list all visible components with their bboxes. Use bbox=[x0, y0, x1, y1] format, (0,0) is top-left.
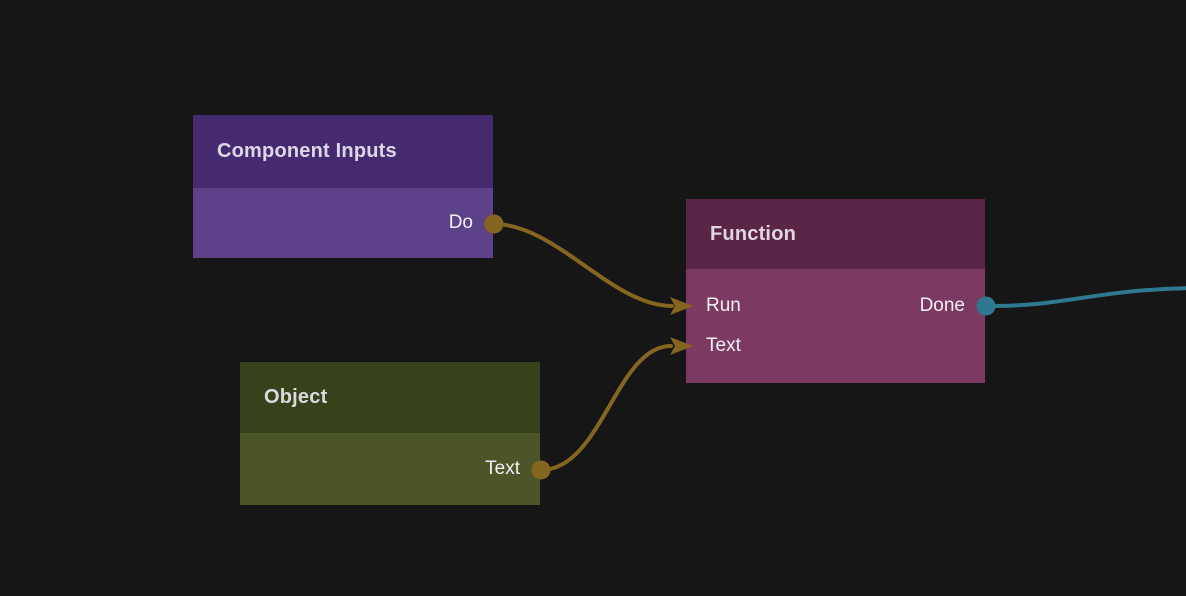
node-function-body: Run Done Text bbox=[686, 269, 985, 383]
node-object-body: Text bbox=[240, 433, 540, 505]
node-title: Object bbox=[264, 386, 328, 408]
node-function-header[interactable]: Function bbox=[686, 199, 985, 269]
wire-do-to-run[interactable] bbox=[492, 222, 674, 308]
node-function[interactable]: Function Run Done Text bbox=[686, 199, 985, 383]
port-row-text: Text bbox=[686, 326, 985, 366]
arrowhead-run-input bbox=[670, 297, 693, 315]
output-port-label-do: Do bbox=[448, 212, 473, 233]
output-port-label-done: Done bbox=[919, 295, 965, 316]
input-port-label-text: Text bbox=[706, 335, 741, 356]
node-object-header[interactable]: Object bbox=[240, 362, 540, 433]
arrowhead-text-input bbox=[670, 337, 693, 355]
output-port-do[interactable] bbox=[484, 214, 504, 234]
output-port-text[interactable] bbox=[531, 460, 551, 480]
node-component-inputs-header[interactable]: Component Inputs bbox=[193, 115, 493, 188]
port-row-text-out: Text bbox=[240, 449, 540, 489]
node-component-inputs[interactable]: Component Inputs Do bbox=[193, 115, 493, 258]
output-port-label-text: Text bbox=[485, 458, 520, 479]
port-row-do: Do bbox=[193, 203, 493, 243]
port-row-run-done: Run Done bbox=[686, 286, 985, 326]
node-title: Component Inputs bbox=[217, 140, 397, 162]
node-component-inputs-body: Do bbox=[193, 188, 493, 258]
node-title: Function bbox=[710, 222, 797, 245]
input-port-label-run: Run bbox=[706, 295, 741, 316]
output-port-done[interactable] bbox=[976, 296, 996, 316]
wire-done-out[interactable] bbox=[990, 286, 1186, 308]
wire-text-to-text[interactable] bbox=[539, 344, 673, 472]
node-object[interactable]: Object Text bbox=[240, 362, 540, 505]
